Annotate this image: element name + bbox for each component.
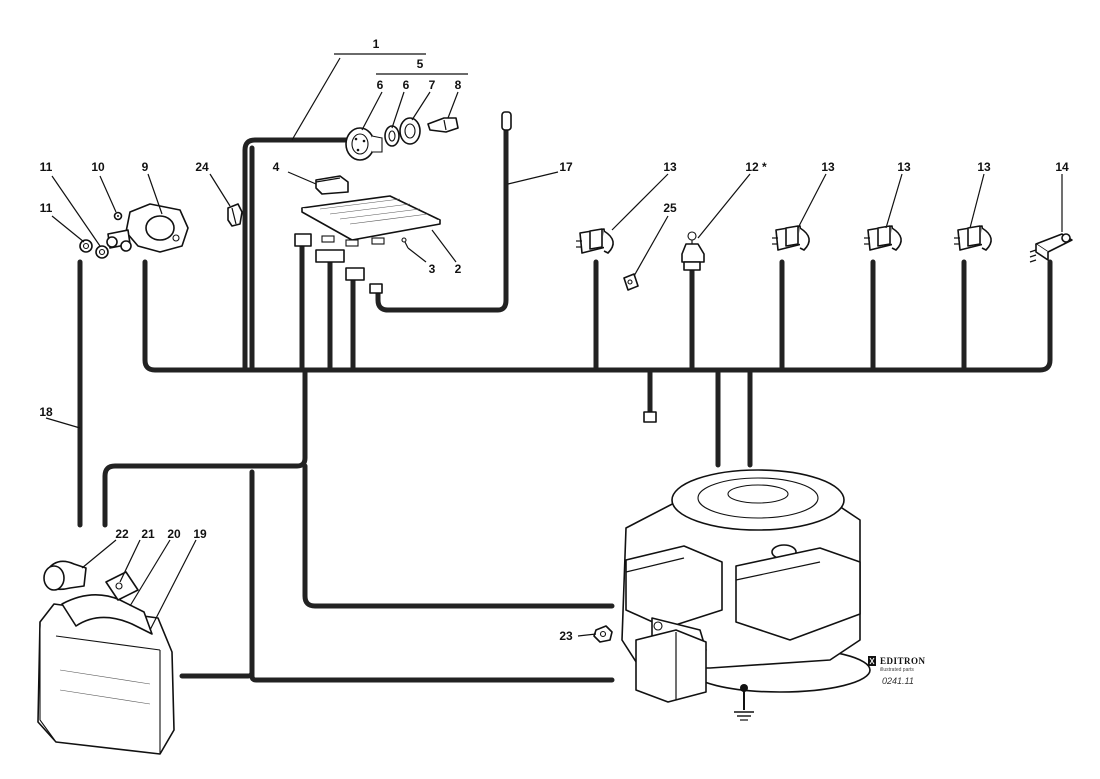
callout-labels: 1 5 6 6 7 8 4 17 2 3 24 9 10 11 11 13 12… xyxy=(39,37,1069,643)
screw-part10 xyxy=(113,211,123,221)
publisher-logo: EDITRON illustrated parts xyxy=(868,656,926,673)
safety-switch-part13 xyxy=(576,225,992,254)
drawing-code: 0241.11 xyxy=(882,676,914,686)
battery-cover-part20 xyxy=(61,594,153,635)
nut-part23 xyxy=(593,625,613,643)
callout-1: 1 xyxy=(373,37,380,51)
logo-subtitle: illustrated parts xyxy=(880,667,914,673)
callout-12: 12 * xyxy=(745,160,767,174)
connector-part25 xyxy=(623,273,639,291)
callout-23: 23 xyxy=(559,629,573,643)
nut-part11 xyxy=(79,239,109,259)
callout-6a: 6 xyxy=(377,78,384,92)
sensor-part12 xyxy=(681,231,705,271)
callout-20: 20 xyxy=(167,527,181,541)
callout-14: 14 xyxy=(1055,160,1069,174)
callout-10: 10 xyxy=(91,160,105,174)
wiring-harness xyxy=(77,127,1053,683)
callout-6b: 6 xyxy=(403,78,410,92)
callout-19: 19 xyxy=(193,527,207,541)
callout-11b: 11 xyxy=(40,201,53,215)
callout-3: 3 xyxy=(429,262,436,276)
callout-13d: 13 xyxy=(977,160,991,174)
callout-7: 7 xyxy=(429,78,436,92)
harness-connectors xyxy=(294,233,657,423)
callout-13a: 13 xyxy=(663,160,677,174)
callout-25: 25 xyxy=(663,201,677,215)
fastener-part3 xyxy=(401,237,409,249)
switch-part14 xyxy=(1029,233,1073,263)
starter-solenoid-part9 xyxy=(106,203,189,253)
callout-13b: 13 xyxy=(821,160,835,174)
logo-name: EDITRON xyxy=(880,656,926,666)
ignition-switch-part5 xyxy=(345,117,459,161)
clip-part24 xyxy=(227,203,243,227)
engine xyxy=(621,469,871,721)
leader-lines xyxy=(45,53,1063,637)
callout-2: 2 xyxy=(455,262,462,276)
callout-21: 21 xyxy=(141,527,155,541)
callout-8: 8 xyxy=(455,78,462,92)
callout-17: 17 xyxy=(559,160,573,174)
callout-18: 18 xyxy=(39,405,53,419)
callout-22: 22 xyxy=(115,527,129,541)
lead-end-part17 xyxy=(501,111,512,131)
callout-5: 5 xyxy=(417,57,424,71)
battery-part19 xyxy=(37,603,175,755)
bracket-part21 xyxy=(105,571,139,601)
relay-part4 xyxy=(315,175,349,195)
callout-4: 4 xyxy=(273,160,280,174)
callout-24: 24 xyxy=(195,160,209,174)
circuit-board-part2 xyxy=(301,195,441,247)
callout-13c: 13 xyxy=(897,160,911,174)
terminal-cap-part22 xyxy=(43,560,87,591)
callout-9: 9 xyxy=(142,160,149,174)
callout-11a: 11 xyxy=(40,160,53,174)
